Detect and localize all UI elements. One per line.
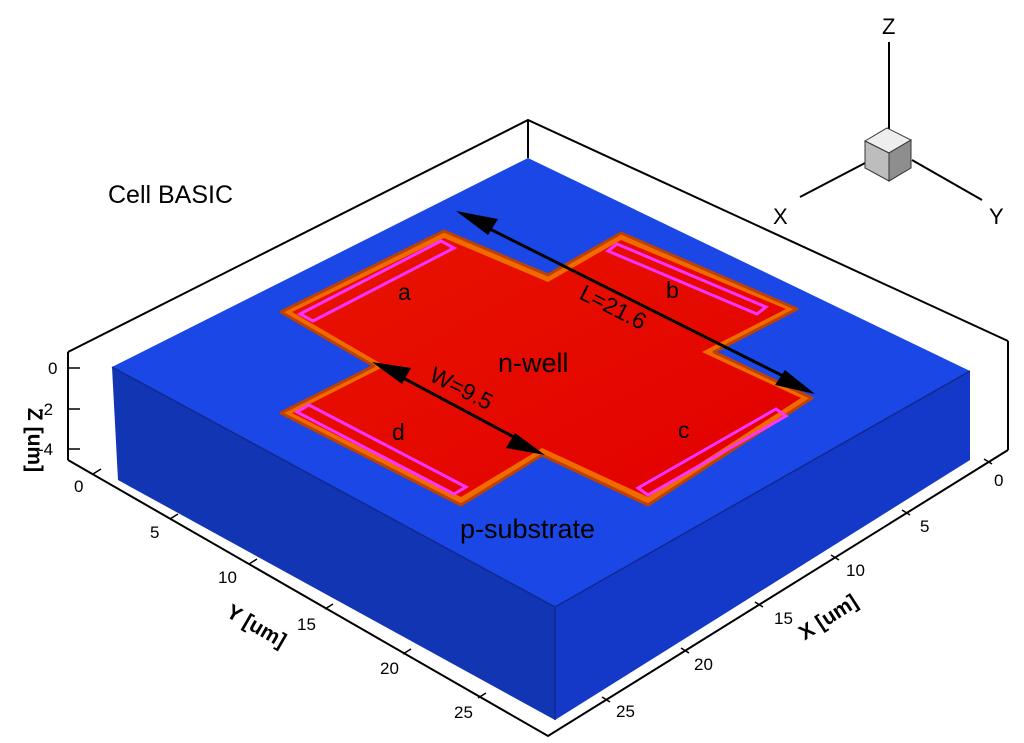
corner-label-c: c (678, 417, 690, 443)
dimension-arrow-width (372, 362, 545, 455)
contact-b (605, 242, 769, 316)
x-tick-2: 10 (846, 561, 865, 580)
y-axis (92, 468, 487, 699)
p-substrate-label: p-substrate (460, 514, 595, 544)
z-tick-2: -4 (38, 440, 53, 459)
contacts (293, 239, 789, 497)
n-well-label: n-well (498, 348, 569, 378)
triad-x-label: X (773, 204, 788, 229)
dimension-arrow-length (456, 211, 815, 394)
x-axis-label: X [um] (795, 590, 862, 645)
y-tick-3: 15 (297, 615, 316, 634)
x-tick-1: 5 (920, 517, 929, 536)
x-tick-4: 20 (694, 655, 713, 674)
x-tick-0: 0 (994, 471, 1003, 490)
y-tick-2: 10 (218, 568, 237, 587)
contact-a (296, 239, 458, 323)
bounding-box-front (67, 449, 1009, 738)
orientation-triad: Z X Y (773, 14, 1004, 229)
substrate-left-face (112, 367, 555, 720)
n-well-region (279, 229, 814, 507)
triad-y-label: Y (989, 204, 1004, 229)
corner-label-d: d (392, 419, 405, 445)
n-well-core (292, 238, 801, 497)
triad-cube-icon (863, 127, 913, 182)
z-axis-label: Z [um] (23, 408, 46, 472)
z-tick-1: -2 (38, 400, 53, 419)
contact-d (293, 403, 470, 496)
z-tick-0: 0 (48, 359, 57, 378)
z-axis: 0 -2 -4 Z [um] (23, 359, 80, 472)
plot-title: Cell BASIC (108, 181, 233, 209)
corner-label-a: a (398, 279, 411, 305)
y-tick-1: 5 (150, 523, 159, 542)
y-tick-4: 20 (380, 659, 399, 678)
y-axis-label: Y [um] (222, 600, 290, 652)
x-axis (601, 458, 993, 703)
y-tick-0: 0 (74, 477, 83, 496)
contact-c (635, 407, 789, 497)
corner-label-b: b (666, 277, 679, 303)
x-tick-5: 25 (616, 702, 635, 721)
triad-z-label: Z (882, 14, 895, 39)
bounding-box-back (67, 118, 1009, 460)
x-tick-3: 15 (774, 609, 793, 628)
y-tick-5: 25 (454, 703, 473, 722)
substrate-right-face (555, 371, 970, 720)
